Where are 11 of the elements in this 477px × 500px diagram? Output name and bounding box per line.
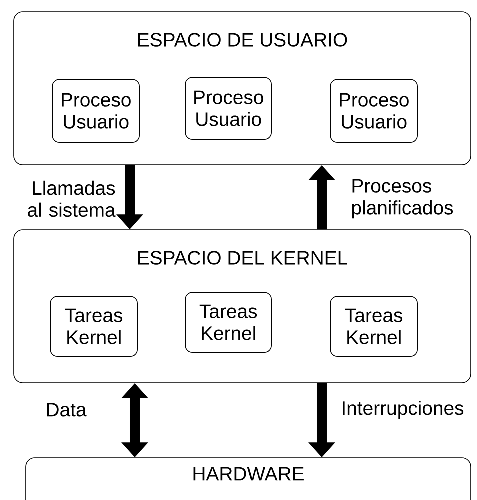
process-box: Proceso Usuario xyxy=(185,77,272,140)
process-box: Proceso Usuario xyxy=(52,79,140,143)
process-box: Tareas Kernel xyxy=(330,296,418,357)
edge-label: Data xyxy=(47,403,87,417)
edge-label: Interrupciones xyxy=(343,400,464,420)
process-box: Tareas Kernel xyxy=(50,296,138,357)
edge-label: Procesos planificados xyxy=(352,179,454,219)
process-box: Tareas Kernel xyxy=(185,292,272,353)
edge-label: Llamadas al sistema xyxy=(28,180,116,218)
section-box: HARDWARE xyxy=(26,458,472,500)
process-box: Proceso Usuario xyxy=(330,79,418,143)
